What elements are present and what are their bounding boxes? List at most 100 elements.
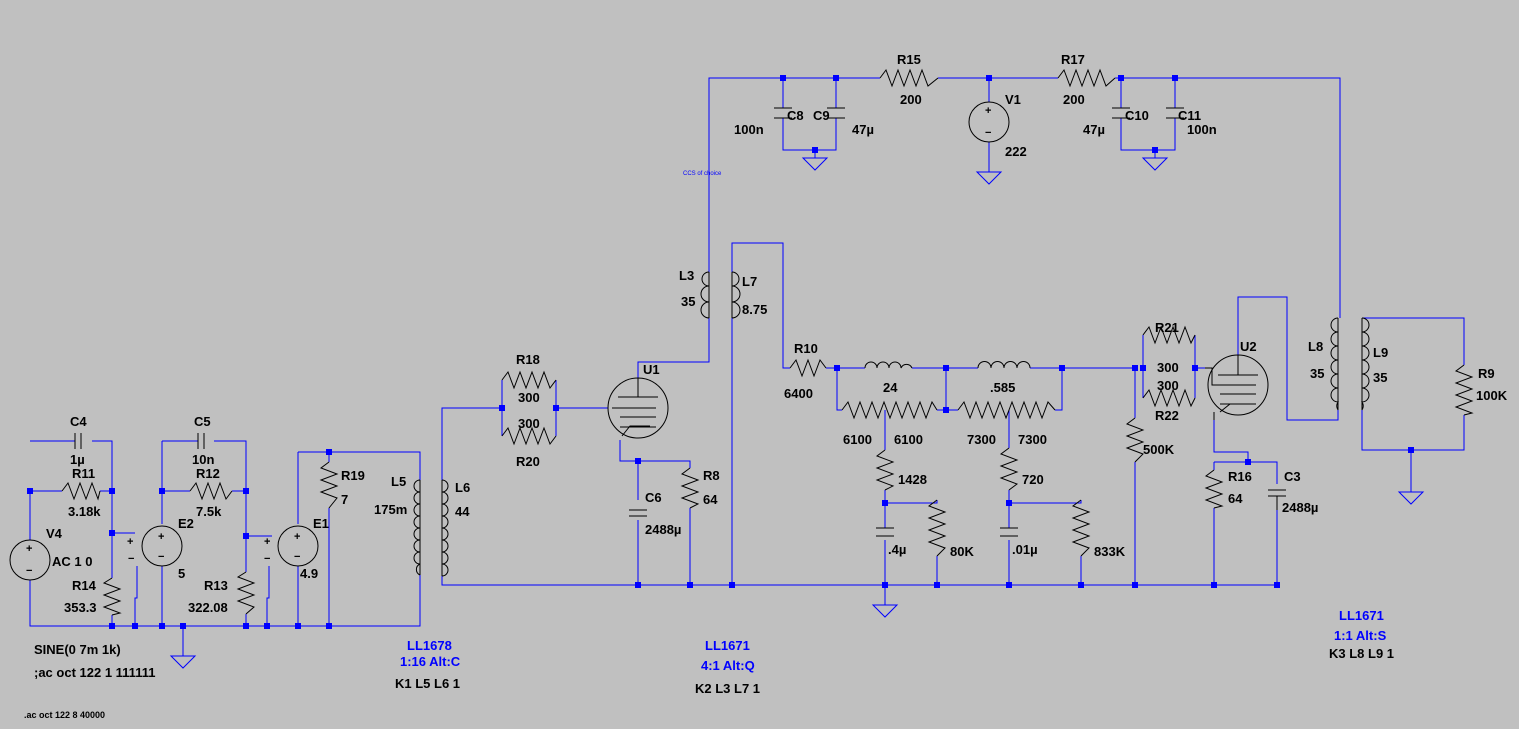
- inductors: [864, 361, 1031, 369]
- sine-directive[interactable]: SINE(0 7m 1k): [34, 642, 121, 657]
- r20-value: 300: [518, 416, 540, 431]
- v4-name: V4: [46, 526, 63, 541]
- resistor-e-value: 1428: [898, 472, 927, 487]
- c8-value: 100n: [734, 122, 764, 137]
- c3-name: C3: [1284, 469, 1301, 484]
- r19-name: R19: [341, 468, 365, 483]
- svg-text:−: −: [264, 553, 270, 565]
- r10-name: R10: [794, 341, 818, 356]
- r14-value: 353.3: [64, 600, 97, 615]
- r22-name: R22: [1155, 408, 1179, 423]
- c4-value: 1µ: [70, 452, 85, 467]
- svg-text:−: −: [128, 553, 134, 565]
- resistor-b-value: 6100: [894, 432, 923, 447]
- t3-ratio: 1:1 Alt:S: [1334, 628, 1387, 643]
- r12-name: R12: [196, 466, 220, 481]
- component-labels: C4 1µ R11 3.18k V4 AC 1 0 R14 353.3 C5 1…: [46, 52, 1508, 615]
- resistor-f-value: 720: [1022, 472, 1044, 487]
- cap-a-value: .4µ: [888, 542, 906, 557]
- ccs-note: CCS of choice: [683, 171, 722, 177]
- v1-value: 222: [1005, 144, 1027, 159]
- r16-name: R16: [1228, 469, 1252, 484]
- svg-text:+: +: [985, 105, 991, 117]
- c9-name: C9: [813, 108, 830, 123]
- transformer-notes: LL1678 1:16 Alt:C K1 L5 L6 1 LL1671 4:1 …: [395, 608, 1394, 696]
- l9-name: L9: [1373, 345, 1388, 360]
- r8-name: R8: [703, 468, 720, 483]
- sources: + − + − + − + − + − + −: [9, 101, 1010, 581]
- c6-name: C6: [645, 490, 662, 505]
- svg-text:+: +: [158, 531, 164, 543]
- svg-text:+: +: [294, 531, 300, 543]
- t1-part: LL1678: [407, 638, 452, 653]
- u1-name: U1: [643, 362, 660, 377]
- svg-text:−: −: [985, 127, 991, 139]
- e1-name: E1: [313, 516, 329, 531]
- ground-symbols: [169, 157, 1425, 669]
- r8-value: 64: [703, 492, 718, 507]
- r18-value: 300: [518, 390, 540, 405]
- wires: [29, 77, 1465, 656]
- c11-name: C11: [1178, 108, 1201, 123]
- r15-name: R15: [897, 52, 921, 67]
- ac-directive[interactable]: .ac oct 122 8 40000: [24, 710, 105, 720]
- c8-name: C8: [787, 108, 804, 123]
- t3-coupling: K3 L8 L9 1: [1329, 646, 1394, 661]
- c6-value: 2488µ: [645, 522, 681, 537]
- l3-name: L3: [679, 268, 694, 283]
- c11-value: 100n: [1187, 122, 1217, 137]
- r22-value: 300: [1157, 378, 1179, 393]
- l5-name: L5: [391, 474, 406, 489]
- svg-text:−: −: [294, 551, 300, 563]
- l5-value: 175m: [374, 502, 407, 517]
- resistor-d-value: 7300: [1018, 432, 1047, 447]
- v4-value: AC 1 0: [52, 554, 92, 569]
- t1-ratio: 1:16 Alt:C: [400, 654, 461, 669]
- inductor-a-value: 24: [883, 380, 898, 395]
- capacitors: [74, 107, 1286, 537]
- v1-name: V1: [1005, 92, 1021, 107]
- t1-coupling: K1 L5 L6 1: [395, 676, 460, 691]
- t2-ratio: 4:1 Alt:Q: [701, 658, 755, 673]
- r9-value: 100K: [1476, 388, 1508, 403]
- resistor-c-value: 7300: [967, 432, 996, 447]
- ac-comment-directive[interactable]: ;ac oct 122 1 111111: [34, 665, 155, 680]
- r11-name: R11: [72, 466, 95, 481]
- r13-value: 322.08: [188, 600, 228, 615]
- r13-name: R13: [204, 578, 228, 593]
- transformers: [413, 271, 1370, 577]
- l6-value: 44: [455, 504, 470, 519]
- l8-value: 35: [1310, 366, 1324, 381]
- u2-name: U2: [1240, 339, 1257, 354]
- r14-name: R14: [72, 578, 97, 593]
- c9-value: 47µ: [852, 122, 874, 137]
- l6-name: L6: [455, 480, 470, 495]
- r16-value: 64: [1228, 491, 1243, 506]
- inductor-b-value: .585: [990, 380, 1015, 395]
- e2-value: 5: [178, 566, 185, 581]
- r21-value: 300: [1157, 360, 1179, 375]
- c10-name: C10: [1125, 108, 1149, 123]
- cap-b-value: .01µ: [1012, 542, 1038, 557]
- svg-text:+: +: [26, 543, 32, 555]
- svg-text:−: −: [158, 551, 164, 563]
- l7-name: L7: [742, 274, 757, 289]
- resistor-h-value: 833K: [1094, 544, 1126, 559]
- svg-text:+: +: [127, 536, 133, 548]
- r20-name: R20: [516, 454, 540, 469]
- l3-value: 35: [681, 294, 695, 309]
- c3-value: 2488µ: [1282, 500, 1318, 515]
- resistor-g-value: 80K: [950, 544, 974, 559]
- svg-text:−: −: [26, 565, 32, 577]
- r19-value: 7: [341, 492, 348, 507]
- t2-part: LL1671: [705, 638, 750, 653]
- t2-coupling: K2 L3 L7 1: [695, 681, 760, 696]
- r17-name: R17: [1061, 52, 1085, 67]
- r11-value: 3.18k: [68, 504, 101, 519]
- resistor-a-value: 6100: [843, 432, 872, 447]
- e2-name: E2: [178, 516, 194, 531]
- c5-name: C5: [194, 414, 211, 429]
- t3-part: LL1671: [1339, 608, 1384, 623]
- tubes: [607, 354, 1269, 439]
